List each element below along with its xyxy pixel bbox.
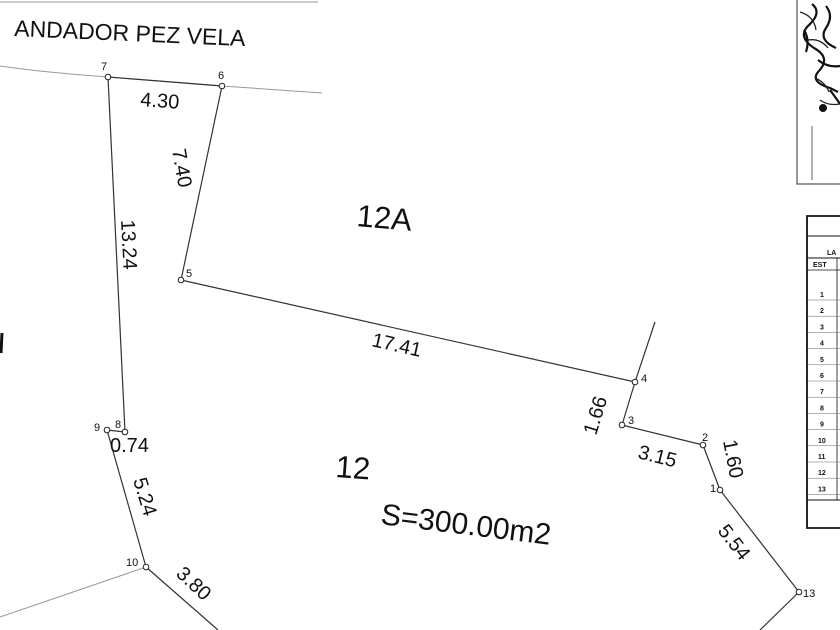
dimension-6-5: 7.40 bbox=[167, 147, 195, 189]
vertex-label-10: 10 bbox=[126, 557, 138, 569]
table-row-label: 4 bbox=[820, 341, 824, 348]
boundary-7-6 bbox=[107, 76, 223, 87]
vertex-point-8 bbox=[121, 428, 129, 436]
dimension-3-2: 3.15 bbox=[636, 442, 679, 473]
boundary-10-west bbox=[0, 566, 147, 618]
boundary-1-13 bbox=[719, 489, 800, 593]
vertex-label-8: 8 bbox=[115, 419, 121, 431]
table-row-label: 1 bbox=[820, 292, 824, 299]
table-row-label: 3 bbox=[820, 324, 824, 331]
location-map-marker bbox=[819, 104, 827, 112]
dimension-4-3: 1.66 bbox=[580, 394, 612, 438]
vertex-point-9 bbox=[103, 426, 111, 434]
vertex-point-1 bbox=[716, 486, 724, 494]
boundary-7-8 bbox=[107, 76, 126, 433]
vertex-label-9: 9 bbox=[94, 422, 100, 434]
lot-area-label: S=300.00m2 bbox=[379, 498, 553, 552]
boundary-3-2 bbox=[621, 424, 704, 446]
boundary-6-5 bbox=[180, 85, 223, 281]
dimension-9-8: 0.74 bbox=[110, 435, 149, 457]
boundary-4-3 bbox=[621, 381, 636, 426]
table-frame bbox=[806, 215, 840, 529]
boundary-4-ext bbox=[634, 321, 656, 383]
boundary-5-4 bbox=[180, 279, 636, 383]
table-header-partial: LA bbox=[827, 250, 836, 257]
table-row-label: 13 bbox=[818, 486, 826, 493]
table-row-label: 7 bbox=[820, 389, 824, 396]
dimension-7-6: 4.30 bbox=[140, 89, 180, 114]
dimension-5-4: 17.41 bbox=[370, 329, 424, 361]
table-row-label: 10 bbox=[818, 438, 826, 445]
vertex-label-6: 6 bbox=[218, 70, 224, 82]
boundary-9-10 bbox=[106, 429, 147, 568]
vertex-label-1: 1 bbox=[710, 483, 716, 495]
vertex-points bbox=[103, 73, 803, 596]
vertex-point-13 bbox=[795, 588, 803, 596]
table-row-label: 8 bbox=[820, 405, 824, 412]
location-map bbox=[796, 0, 840, 185]
table-row-label: 11 bbox=[818, 454, 826, 461]
vertex-point-7 bbox=[104, 73, 112, 81]
lot-label-12a: 12A bbox=[355, 198, 413, 238]
dimension-7-8: 13.24 bbox=[116, 219, 141, 270]
vertex-label-2: 2 bbox=[702, 432, 708, 444]
vertex-labels: 7 6 5 4 3 2 1 13 8 9 10 bbox=[94, 61, 815, 600]
vertex-point-4 bbox=[631, 378, 639, 386]
vertex-label-4: 4 bbox=[641, 373, 647, 385]
vertex-label-7: 7 bbox=[101, 61, 107, 73]
location-map-frame bbox=[796, 0, 840, 185]
boundary-10-south bbox=[145, 566, 219, 630]
street-curb-line bbox=[0, 65, 323, 94]
table-est-label: EST bbox=[813, 262, 827, 269]
location-map-detail bbox=[799, 11, 840, 106]
street-name: ANDADOR PEZ VELA bbox=[14, 15, 247, 51]
vertex-point-5 bbox=[177, 276, 185, 284]
vertex-point-10 bbox=[142, 563, 150, 571]
boundary-13-ext bbox=[759, 591, 800, 630]
vertex-point-2 bbox=[699, 441, 707, 449]
vertex-point-3 bbox=[618, 421, 626, 429]
table-row-label: 5 bbox=[820, 357, 824, 364]
table-row-label: 12 bbox=[818, 470, 826, 477]
location-map-streets bbox=[802, 3, 840, 105]
vertex-point-6 bbox=[218, 82, 226, 90]
dimension-2-1: 1.60 bbox=[718, 438, 747, 480]
boundary-2-1 bbox=[702, 444, 721, 491]
dimension-9-10: 5.24 bbox=[128, 475, 160, 519]
dimension-10-south: 3.80 bbox=[172, 563, 215, 606]
table-row-label: 9 bbox=[820, 422, 824, 429]
vertex-label-13: 13 bbox=[803, 588, 815, 600]
left-edge-mark bbox=[0, 332, 4, 354]
table-row-label: 6 bbox=[820, 373, 824, 380]
table-row-label: 2 bbox=[820, 308, 824, 315]
vertex-label-3: 3 bbox=[628, 415, 634, 427]
vertex-label-5: 5 bbox=[186, 268, 192, 280]
lot-label-12: 12 bbox=[335, 449, 372, 486]
